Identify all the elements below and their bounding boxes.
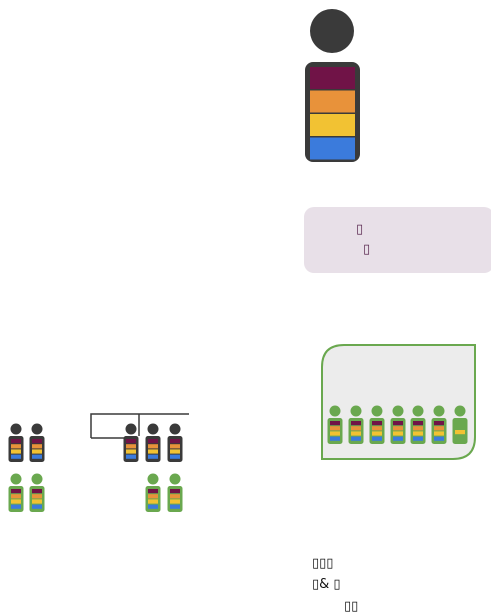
panel-figure-4-band-1 bbox=[393, 421, 403, 426]
large-figure-band-3 bbox=[310, 114, 355, 136]
small-dark-figure-5-band-1 bbox=[170, 439, 180, 444]
panel-figure-3-band-4 bbox=[372, 436, 382, 441]
small-green-figure-1-band-4 bbox=[11, 504, 21, 509]
small-dark-figure-1-band-1 bbox=[11, 439, 21, 444]
panel-figure-3-band-1 bbox=[372, 421, 382, 426]
small-dark-figure-2-band-3 bbox=[32, 449, 42, 454]
small-green-figure-4-band-2 bbox=[170, 494, 180, 499]
label-box: ▯ ▯ bbox=[304, 207, 491, 273]
small-green-figure-2-band-4 bbox=[32, 504, 42, 509]
panel-figure-4-head bbox=[392, 405, 404, 417]
small-green-figure-2-band-1 bbox=[32, 489, 42, 494]
panel-figure-5-band-3 bbox=[413, 431, 423, 436]
small-green-figure-4-band-4 bbox=[170, 504, 180, 509]
small-dark-figure-3-head bbox=[125, 423, 137, 435]
panel-figure-6-band-3 bbox=[434, 431, 444, 436]
large-figure-band-2 bbox=[310, 90, 355, 113]
panel-figure-7-head bbox=[454, 405, 466, 417]
panel-figure-3-head bbox=[371, 405, 383, 417]
small-dark-figure-1-band-2 bbox=[11, 444, 21, 449]
small-green-figure-4-band-1 bbox=[170, 489, 180, 494]
connector-left bbox=[90, 413, 189, 438]
panel-figure-6-band-1 bbox=[434, 421, 444, 426]
small-dark-figure-4-band-3 bbox=[148, 449, 158, 454]
small-dark-figure-1-band-3 bbox=[11, 449, 21, 454]
panel-figure-2-band-1 bbox=[351, 421, 361, 426]
small-green-figure-2-head bbox=[31, 473, 43, 485]
small-green-figure-1-band-2 bbox=[11, 494, 21, 499]
panel-figure-2-band-3 bbox=[351, 431, 361, 436]
panel-figure-7-band-1 bbox=[455, 430, 465, 435]
small-dark-figure-3-band-2 bbox=[126, 444, 136, 449]
small-green-figure-2-band-3 bbox=[32, 499, 42, 504]
panel-figure-4-band-3 bbox=[393, 431, 403, 436]
small-green-figure-3-band-3 bbox=[148, 499, 158, 504]
small-dark-figure-2-band-4 bbox=[32, 454, 42, 459]
small-dark-figure-5-band-3 bbox=[170, 449, 180, 454]
caption-line-2: ▯& ▯ bbox=[312, 577, 341, 592]
small-green-figure-2-band-2 bbox=[32, 494, 42, 499]
panel-figure-3-band-3 bbox=[372, 431, 382, 436]
panel-figure-1-band-3 bbox=[330, 431, 340, 436]
panel-figure-2-band-2 bbox=[351, 426, 361, 431]
small-dark-figure-3-band-3 bbox=[126, 449, 136, 454]
small-green-figure-1-head bbox=[10, 473, 22, 485]
panel-figure-5-head bbox=[412, 405, 424, 417]
small-dark-figure-4-band-2 bbox=[148, 444, 158, 449]
caption-line-1: ▯▯▯ bbox=[312, 556, 334, 571]
panel-figure-6-head bbox=[433, 405, 445, 417]
label-box-line-1: ▯ bbox=[356, 222, 364, 237]
small-dark-figure-3-band-4 bbox=[126, 454, 136, 459]
small-green-figure-3-band-2 bbox=[148, 494, 158, 499]
small-dark-figure-4-band-4 bbox=[148, 454, 158, 459]
panel-figure-3-band-2 bbox=[372, 426, 382, 431]
panel-figure-1-band-2 bbox=[330, 426, 340, 431]
label-box-line-2: ▯ bbox=[363, 242, 371, 257]
small-dark-figure-1-head bbox=[10, 423, 22, 435]
small-dark-figure-4-head bbox=[147, 423, 159, 435]
small-dark-figure-2-band-1 bbox=[32, 439, 42, 444]
small-dark-figure-5-band-4 bbox=[170, 454, 180, 459]
small-dark-figure-5-band-2 bbox=[170, 444, 180, 449]
panel-figure-5-band-1 bbox=[413, 421, 423, 426]
small-dark-figure-3-band-1 bbox=[126, 439, 136, 444]
panel-figure-5-band-4 bbox=[413, 436, 423, 441]
large-figure-band-1 bbox=[310, 67, 355, 89]
large-figure-head bbox=[310, 9, 354, 53]
small-green-figure-3-band-4 bbox=[148, 504, 158, 509]
small-green-figure-3-band-1 bbox=[148, 489, 158, 494]
panel-figure-4-band-4 bbox=[393, 436, 403, 441]
small-green-figure-1-band-3 bbox=[11, 499, 21, 504]
panel-figure-6-band-2 bbox=[434, 426, 444, 431]
small-dark-figure-4-band-1 bbox=[148, 439, 158, 444]
small-green-figure-4-band-3 bbox=[170, 499, 180, 504]
small-dark-figure-5-head bbox=[169, 423, 181, 435]
panel-figure-2-head bbox=[350, 405, 362, 417]
small-green-figure-3-head bbox=[147, 473, 159, 485]
panel-figure-1-band-4 bbox=[330, 436, 340, 441]
panel-figure-5-band-2 bbox=[413, 426, 423, 431]
large-figure-band-4 bbox=[310, 137, 355, 160]
small-green-figure-1-band-1 bbox=[11, 489, 21, 494]
small-dark-figure-2-band-2 bbox=[32, 444, 42, 449]
panel-figure-1-band-1 bbox=[330, 421, 340, 426]
small-dark-figure-2-head bbox=[31, 423, 43, 435]
panel-figure-4-band-2 bbox=[393, 426, 403, 431]
panel-figure-2-band-4 bbox=[351, 436, 361, 441]
panel-figure-6-band-4 bbox=[434, 436, 444, 441]
small-green-figure-4-head bbox=[169, 473, 181, 485]
panel-figure-1-head bbox=[329, 405, 341, 417]
small-dark-figure-1-band-4 bbox=[11, 454, 21, 459]
caption-line-3: ▯▯ bbox=[344, 599, 359, 614]
